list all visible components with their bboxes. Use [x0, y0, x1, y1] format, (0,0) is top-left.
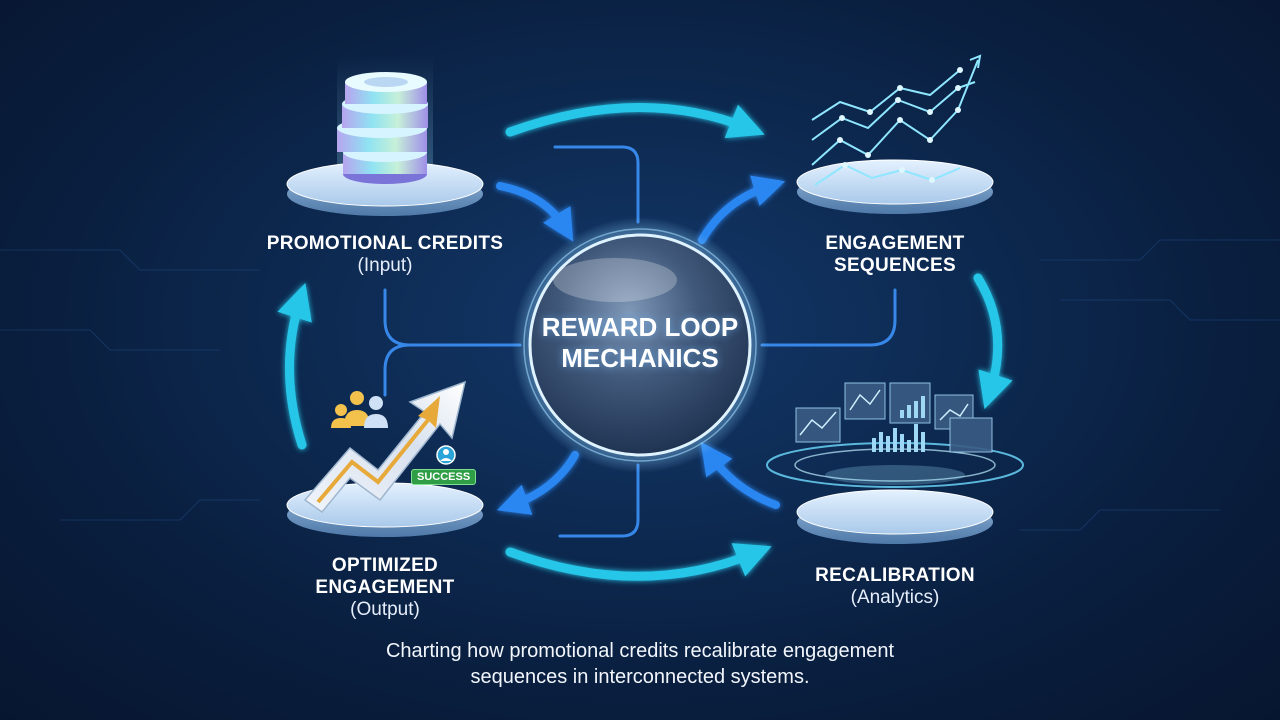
hub-title: REWARD LOOP MECHANICS [520, 312, 760, 374]
hub-title-line2: MECHANICS [561, 343, 719, 374]
hub-title-line1: REWARD LOOP [541, 312, 739, 342]
growth-arrow-icon [303, 380, 467, 514]
arrow-optimized-to-credits [277, 282, 312, 450]
arrow-hub-to-optimized [496, 451, 579, 515]
arrow-recalibration-to-hub [700, 441, 780, 509]
sequences-title-line1: ENGAGEMENT [825, 233, 965, 254]
credits-subtitle: (Input) [357, 254, 413, 276]
circuit-background [0, 239, 1280, 531]
arrow-recalibration-to-optimized [505, 543, 772, 581]
users-icon [331, 391, 388, 428]
arrow-hub-to-sequences [698, 175, 786, 244]
caption-line2: sequences in interconnected systems. [470, 666, 810, 689]
recalibration-subtitle: (Analytics) [850, 586, 940, 608]
platform-recalibration [766, 442, 1024, 544]
credits-title: PROMOTIONAL CREDITS [266, 233, 504, 254]
caption: Charting how promotional credits recalib… [240, 638, 1040, 691]
dashboard-hologram-icon [795, 382, 993, 453]
coin-stack-icon [337, 72, 428, 184]
optimized-title-line1: OPTIMIZED [331, 555, 439, 576]
arrow-sequences-to-recalibration [973, 273, 1013, 410]
node-label-recalibration: RECALIBRATION (Analytics) [775, 565, 1015, 609]
sequences-title-line2: SEQUENCES [833, 254, 956, 276]
line-chart-icon [811, 54, 982, 186]
connector-lines [383, 145, 897, 538]
caption-line1: Charting how promotional credits recalib… [385, 640, 895, 662]
optimized-title-line2: ENGAGEMENT [315, 576, 455, 598]
node-label-optimized: OPTIMIZED ENGAGEMENT (Output) [262, 555, 508, 621]
platform-sequences [796, 159, 994, 214]
arrow-credits-to-hub [496, 182, 574, 242]
hub-arrows [496, 175, 786, 515]
arrow-credits-to-sequences [505, 103, 765, 139]
cycle-arrows [277, 103, 1013, 581]
hub-sphere [512, 217, 768, 473]
user-badge-icon [436, 445, 456, 465]
node-label-credits: PROMOTIONAL CREDITS (Input) [235, 233, 535, 277]
node-label-sequences: ENGAGEMENT SEQUENCES [775, 233, 1015, 277]
success-badge: SUCCESS [411, 469, 477, 485]
optimized-subtitle: (Output) [350, 598, 420, 620]
recalibration-title: RECALIBRATION [815, 565, 975, 586]
